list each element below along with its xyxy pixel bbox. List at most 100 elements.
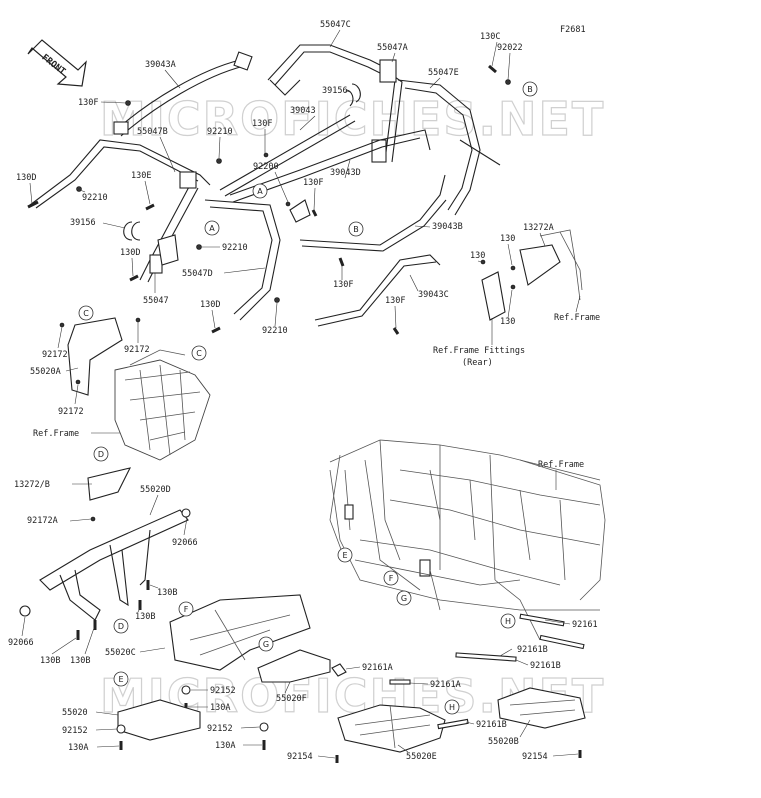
label-55020F: 55020F (276, 694, 307, 704)
label-55047B: 55047B (137, 127, 168, 137)
front-bumper-illustration (19, 508, 191, 640)
label-55020B: 55020B (488, 737, 519, 747)
label-55020E: 55020E (406, 752, 437, 762)
callout-C-1: C (78, 305, 94, 321)
label-130F-c: 130F (303, 178, 323, 188)
skid-plate-g-illustration (257, 649, 331, 750)
label-130B-d: 130B (70, 656, 90, 666)
label-92152-a: 92152 (210, 686, 236, 696)
svg-text:B: B (353, 225, 359, 234)
label-92210-d: 92210 (262, 326, 288, 336)
callout-markers: A A B B C C D D E E F F G G H H (78, 81, 538, 715)
label-92210-a: 92210 (207, 127, 233, 137)
callout-F-2: F (178, 601, 194, 617)
label-92161-a: 92161 (572, 620, 598, 630)
label-130B-c: 130B (40, 656, 60, 666)
svg-text:F: F (389, 574, 394, 583)
rear-fitting-illustration (481, 229, 583, 321)
skid-plate-rear-left-illustration (337, 704, 446, 753)
main-frame-illustration (329, 439, 606, 641)
svg-text:G: G (401, 594, 407, 603)
label-92172-b: 92172 (124, 345, 150, 355)
label-92161B-a: 92161B (517, 645, 548, 655)
label-92200: 92200 (253, 162, 279, 172)
label-39043B: 39043B (432, 222, 463, 232)
label-92161B-b: 92161B (530, 661, 561, 671)
callout-E-1: E (337, 547, 353, 563)
label-ref-frame-c: Ref.Frame (538, 460, 584, 470)
label-55047E: 55047E (428, 68, 459, 78)
label-130-c: 130 (500, 317, 515, 327)
label-92154-b: 92154 (522, 752, 548, 762)
svg-text:F: F (184, 605, 189, 614)
svg-text:C: C (83, 309, 89, 318)
watermark-top: MICROFICHES.NET (100, 92, 605, 146)
svg-text:D: D (98, 450, 104, 459)
svg-text:A: A (209, 224, 215, 233)
label-130B-a: 130B (157, 588, 177, 598)
label-130-a: 130 (500, 234, 515, 244)
callout-A-1: A (252, 183, 268, 199)
label-92152-b: 92152 (62, 726, 88, 736)
label-92022: 92022 (497, 43, 523, 53)
label-130A-c: 130A (215, 741, 235, 751)
label-130D-a: 130D (16, 173, 36, 183)
label-92161A-a: 92161A (362, 663, 393, 673)
callout-H-1: H (500, 613, 516, 629)
label-rear: (Rear) (462, 358, 493, 368)
svg-text:D: D (118, 622, 124, 631)
label-55020: 55020 (62, 708, 88, 718)
callout-C-2: C (191, 345, 207, 361)
callout-A-2: A (204, 220, 220, 236)
label-92210-c: 92210 (222, 243, 248, 253)
roll-cage-illustration (29, 44, 501, 327)
svg-text:G: G (263, 640, 269, 649)
label-130A-b: 130A (68, 743, 88, 753)
label-92066-a: 92066 (172, 538, 198, 548)
label-39043C: 39043C (418, 290, 449, 300)
left-frame-labels: 92172 92172 55020A 92172 Ref.Frame Ref.F… (14, 322, 584, 526)
bumper-labels: 92066 130B 130B 92066 130B 130B 55020C (8, 517, 198, 666)
callout-D-2: D (113, 618, 129, 634)
label-130C: 130C (480, 32, 500, 42)
label-39043D: 39043D (330, 168, 361, 178)
label-55047: 55047 (143, 296, 169, 306)
label-130E: 130E (131, 171, 151, 181)
label-39156-a: 39156 (322, 86, 348, 96)
svg-text:A: A (257, 187, 263, 196)
label-55047C: 55047C (320, 20, 351, 30)
upper-labels: 55047C 39043A 55047A 130C 92022 55047E 1… (16, 20, 600, 368)
svg-text:B: B (527, 85, 533, 94)
right-frame-labels: 92161 92161B 92161A 92161B 92161A 92161B… (287, 619, 598, 762)
label-55020D: 55020D (140, 485, 171, 495)
label-55047A: 55047A (377, 43, 408, 53)
label-92172A: 92172A (27, 516, 58, 526)
label-ref-frame-fittings: Ref.Frame Fittings (433, 346, 525, 356)
svg-text:E: E (342, 551, 347, 560)
svg-text:H: H (505, 617, 511, 626)
callout-E-2: E (113, 671, 129, 687)
label-39043A: 39043A (145, 60, 176, 70)
left-frame-illustration (59, 317, 211, 522)
label-130A-a: 130A (210, 703, 230, 713)
callout-F-1: F (383, 570, 399, 586)
callout-G-2: G (258, 636, 274, 652)
label-55020C: 55020C (105, 648, 136, 658)
skid-plate-f-illustration (169, 594, 311, 712)
label-39043: 39043 (290, 106, 316, 116)
label-92210-b: 92210 (82, 193, 108, 203)
label-ref-frame-b: Ref.Frame (33, 429, 79, 439)
label-92066-b: 92066 (8, 638, 34, 648)
label-130F-e: 130F (385, 296, 405, 306)
figure-code: F2681 (560, 25, 586, 35)
label-13272B: 13272/B (14, 480, 50, 490)
label-92161B-c: 92161B (476, 720, 507, 730)
skid-plate-e-illustration (116, 699, 201, 750)
label-13272A: 13272A (523, 223, 554, 233)
svg-text:E: E (118, 675, 123, 684)
label-55020A: 55020A (30, 367, 61, 377)
front-arrow-icon: FRONT (27, 39, 87, 87)
svg-text:H: H (449, 703, 455, 712)
skid-plate-labels-left: 92152 130A 55020F 55020 92152 130A 92152… (62, 681, 307, 753)
